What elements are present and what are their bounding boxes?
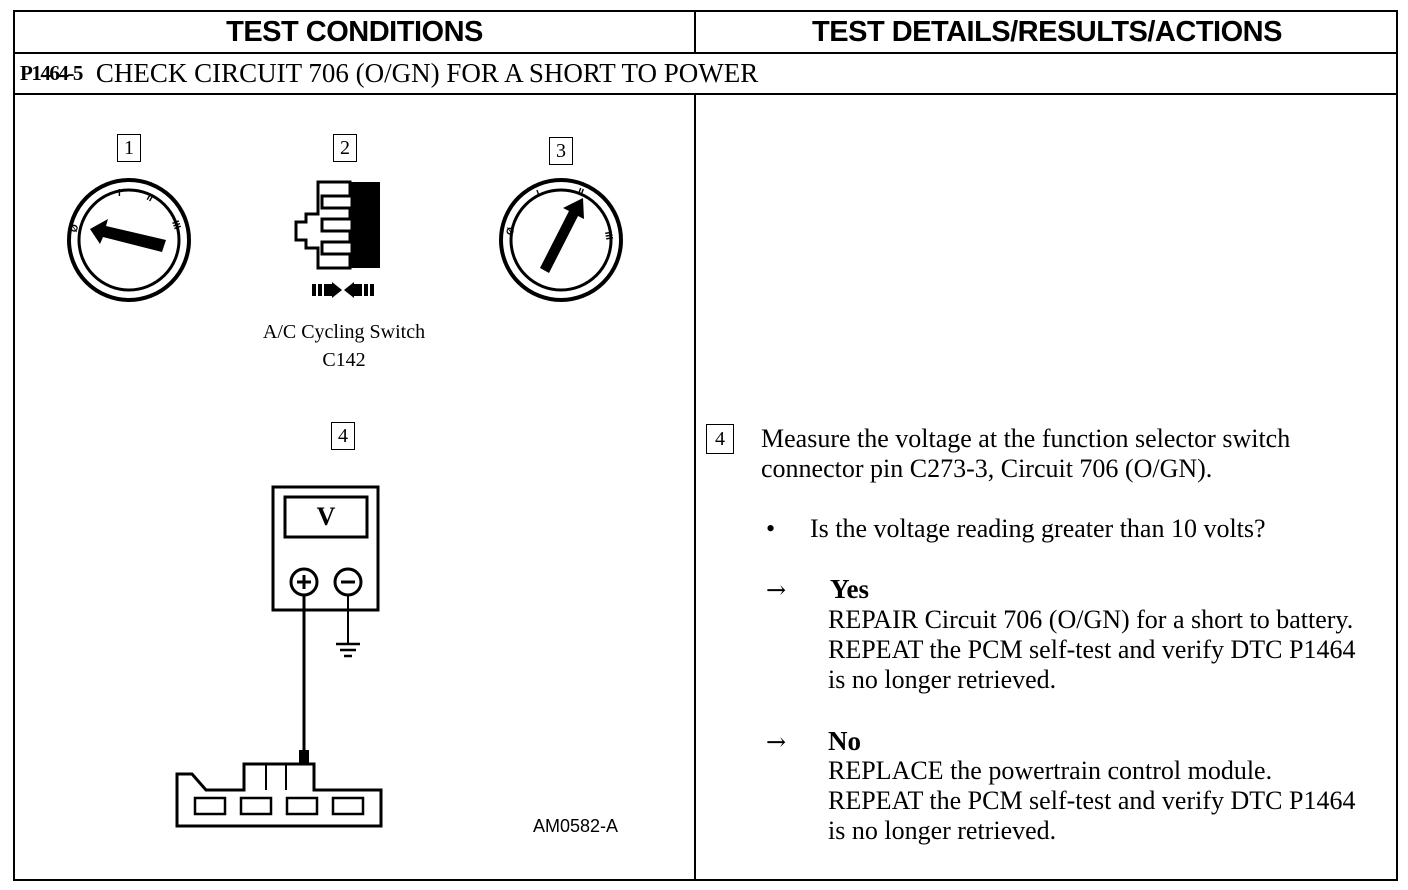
detail-step-box: 4 [706, 424, 734, 454]
ground-symbol-icon [336, 595, 360, 658]
step-box-4: 4 [331, 422, 355, 450]
no-arrow-icon: → [766, 728, 787, 756]
svg-text:III: III [602, 231, 614, 241]
svg-text:Ø: Ø [504, 226, 517, 237]
figure-code: AM0582-A [533, 816, 619, 836]
connector-c273-icon [175, 762, 383, 828]
voltmeter-icon [271, 485, 380, 612]
answer-no-label: No [828, 726, 861, 756]
step-box-3: 3 [549, 137, 573, 165]
answer-no-text: REPLACE the powertrain control module. R… [828, 756, 1356, 845]
svg-text:I: I [535, 188, 542, 199]
svg-text:III: III [169, 219, 182, 231]
svg-text:II: II [145, 192, 156, 204]
answer-yes-text: REPAIR Circuit 706 (O/GN) for a short to… [828, 605, 1356, 694]
ignition-switch-run-icon: Ø I II III [499, 178, 623, 302]
svg-text:II: II [576, 186, 585, 198]
connector-caption-name: A/C Cycling Switch [262, 321, 426, 343]
step-code: P1464-5 [20, 61, 83, 85]
question-bullet: • [766, 514, 776, 543]
column-divider [694, 95, 696, 881]
connector-disconnect-icon [294, 180, 380, 298]
connector-caption-id: C142 [322, 349, 366, 371]
yes-arrow-icon: → [766, 576, 787, 604]
step-box-1: 1 [117, 134, 141, 162]
header-test-details: TEST DETAILS/RESULTS/ACTIONS [812, 15, 1282, 48]
ignition-switch-off-icon: Ø I II III [67, 178, 191, 302]
connector-caption: A/C Cycling Switch C142 [234, 318, 454, 374]
svg-text:I: I [118, 188, 121, 199]
step-box-2: 2 [333, 134, 357, 162]
meter-display-label: V [316, 502, 336, 531]
probe-lead-icon [299, 595, 309, 782]
step-title-row: P1464-5 CHECK CIRCUIT 706 (O/GN) FOR A S… [15, 52, 1396, 95]
test-procedure-table: TEST CONDITIONS TEST DETAILS/RESULTS/ACT… [13, 10, 1398, 881]
answer-yes-label: Yes [830, 574, 869, 604]
measurement-instruction: Measure the voltage at the function sele… [761, 424, 1291, 483]
test-question: Is the voltage reading greater than 10 v… [810, 514, 1266, 543]
svg-text:Ø: Ø [68, 223, 81, 234]
header-test-conditions: TEST CONDITIONS [15, 12, 696, 52]
step-title: CHECK CIRCUIT 706 (O/GN) FOR A SHORT TO … [95, 58, 759, 88]
